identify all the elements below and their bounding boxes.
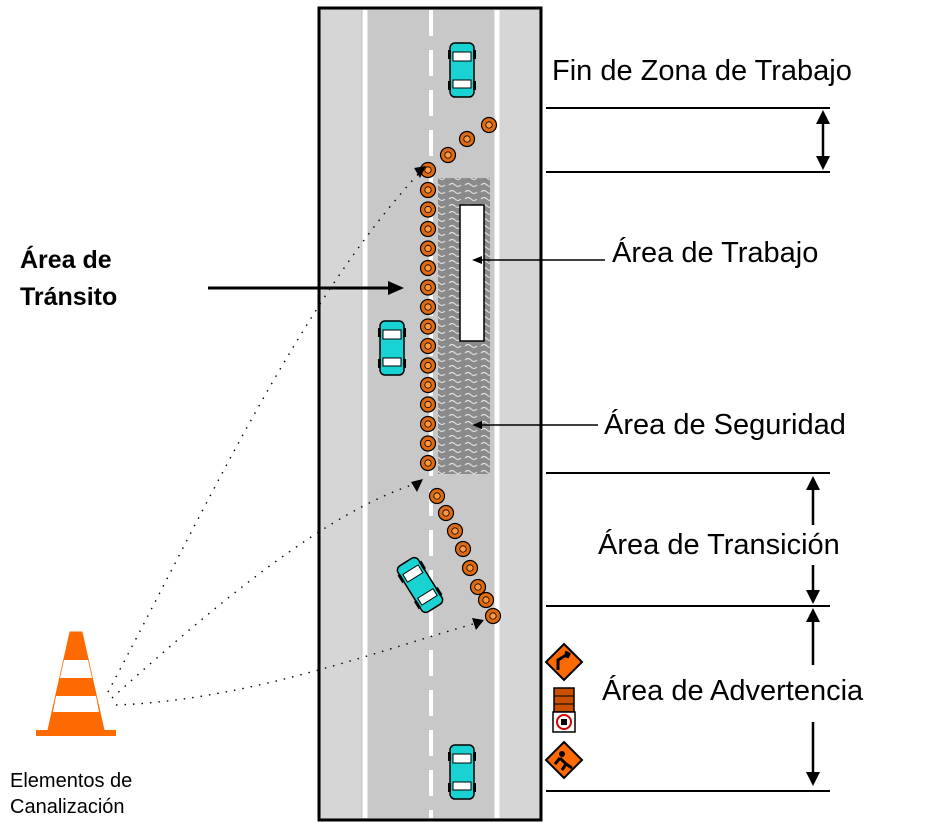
drum-icon (419, 415, 437, 433)
drum-icon (419, 279, 437, 296)
traffic-area-label-line2: Tránsito (20, 283, 117, 311)
drum-icon (419, 435, 437, 452)
drum-icon (419, 357, 437, 374)
drum-icon (419, 318, 437, 335)
channel-label-line2: Canalización (10, 796, 125, 818)
drum-icon (419, 376, 437, 394)
traffic-arrowhead (388, 281, 404, 295)
channelizing-devices (419, 116, 502, 625)
drum-icon (437, 504, 455, 522)
drum-icon (419, 181, 437, 199)
transition-area-label: Área de Transición (598, 528, 840, 561)
drum-icon (454, 540, 472, 558)
work-area-label: Área de Trabajo (612, 236, 818, 269)
car-icon (378, 320, 406, 376)
arrow-sign-icon (544, 642, 584, 682)
car-icon (448, 744, 476, 800)
drum-icon (419, 201, 437, 218)
arrowhead (411, 479, 423, 492)
channel-label-line1: Elementos de (10, 770, 132, 792)
traffic-cone-icon (36, 631, 116, 736)
no-parking-sign-icon (552, 711, 576, 733)
end-zone-dimension (816, 110, 830, 170)
car-icon (396, 556, 444, 614)
arrowhead (472, 421, 482, 429)
drum-icon (419, 337, 437, 355)
drum-icon (484, 607, 502, 625)
car-icon (448, 42, 476, 98)
drum-icon (419, 454, 437, 472)
drum-icon (439, 146, 457, 164)
drum-icon (419, 220, 437, 238)
work-area-box (459, 204, 485, 342)
left-shoulder (321, 10, 361, 818)
transition-dimension (806, 476, 820, 604)
drum-icon (446, 522, 464, 540)
drum-icon (419, 259, 437, 277)
drum-icon (419, 240, 437, 257)
drum-icon (469, 578, 487, 596)
drum-icon (461, 559, 479, 577)
traffic-area-label-line1: Área de (20, 245, 112, 274)
warning-area-label: Área de Advertencia (602, 674, 864, 707)
right-shoulder (499, 10, 539, 818)
warning-dimension (806, 608, 820, 786)
safety-area-label: Área de Seguridad (604, 408, 846, 441)
channelizing-drum-icon (553, 687, 575, 713)
road-work-sign-icon (544, 740, 584, 780)
drum-icon (458, 130, 476, 148)
arrowhead (472, 256, 482, 264)
drum-icon (477, 591, 495, 609)
drum-icon (419, 396, 437, 413)
arrowhead (472, 618, 484, 630)
arrowhead (414, 166, 426, 178)
drum-icon (419, 298, 437, 316)
drum-icon (480, 116, 498, 134)
end-zone-label: Fin de Zona de Trabajo (552, 55, 852, 87)
drum-icon (428, 487, 446, 505)
